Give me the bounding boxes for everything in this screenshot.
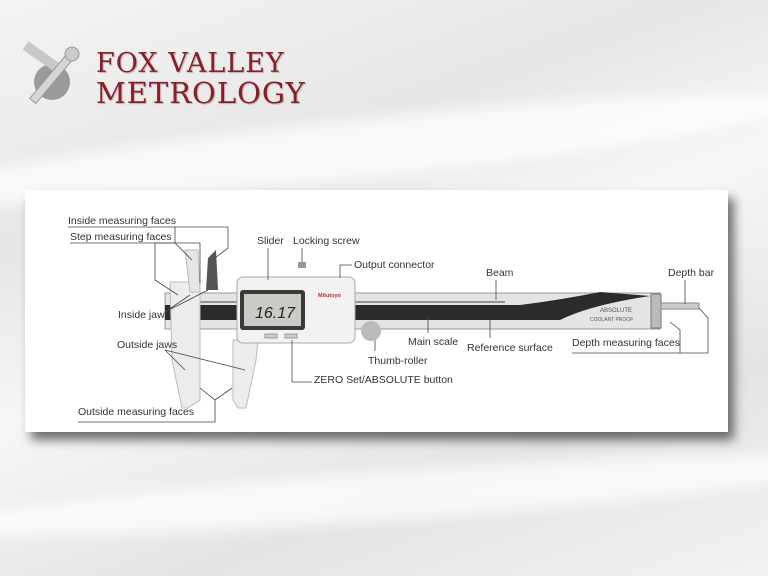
zero-set-absolute-button[interactable] xyxy=(284,333,298,339)
label-beam: Beam xyxy=(486,267,514,279)
thumb-roller[interactable] xyxy=(361,321,381,341)
label-step-measuring-faces: Step measuring faces xyxy=(70,231,172,243)
locking-screw[interactable] xyxy=(298,262,306,268)
label-depth-bar: Depth bar xyxy=(668,267,715,279)
slider: 16.17 Mitutoyo xyxy=(236,262,381,344)
label-outside-jaws: Outside jaws xyxy=(117,339,177,351)
background-swoosh xyxy=(0,438,768,552)
depth-bar xyxy=(660,302,700,310)
logo-line-2: METROLOGY xyxy=(96,76,306,110)
label-thumb-roller: Thumb-roller xyxy=(368,355,428,367)
moving-outside-jaw xyxy=(232,339,259,409)
label-locking-screw: Locking screw xyxy=(293,235,360,247)
label-inside-jaws: Inside jaws xyxy=(118,309,170,321)
lcd-reading: 16.17 xyxy=(255,305,296,322)
caliper-diagram-panel: ABSOLUTE COOLANT PROOF 16.17 Mitutoyo xyxy=(25,190,728,432)
label-outside-measuring-faces: Outside measuring faces xyxy=(78,406,194,418)
label-main-scale: Main scale xyxy=(408,336,458,348)
label-output-connector: Output connector xyxy=(354,259,435,271)
origin-button[interactable] xyxy=(264,333,278,339)
label-depth-measuring-faces: Depth measuring faces xyxy=(572,337,680,349)
label-inside-measuring-faces: Inside measuring faces xyxy=(68,215,176,227)
fixed-inside-jaw xyxy=(184,249,201,293)
label-zero-set-button: ZERO Set/ABSOLUTE button xyxy=(314,374,453,386)
brand-label: Mitutoyo xyxy=(318,293,342,299)
coolant-proof-text: COOLANT PROOF xyxy=(590,317,633,323)
leader-lines xyxy=(68,226,709,423)
label-reference-surface: Reference surface xyxy=(467,342,553,354)
moving-inside-jaw xyxy=(206,250,218,290)
company-logo: FOX VALLEY METROLOGY xyxy=(14,40,306,120)
part-labels: Inside measuring faces Step measuring fa… xyxy=(68,215,715,418)
caliper-wrench-logo-icon xyxy=(22,41,80,105)
logo-line-1: FOX VALLEY xyxy=(96,48,285,79)
label-slider: Slider xyxy=(257,235,284,247)
caliper-diagram: ABSOLUTE COOLANT PROOF 16.17 Mitutoyo xyxy=(68,215,715,423)
absolute-logo-text: ABSOLUTE xyxy=(600,308,632,314)
